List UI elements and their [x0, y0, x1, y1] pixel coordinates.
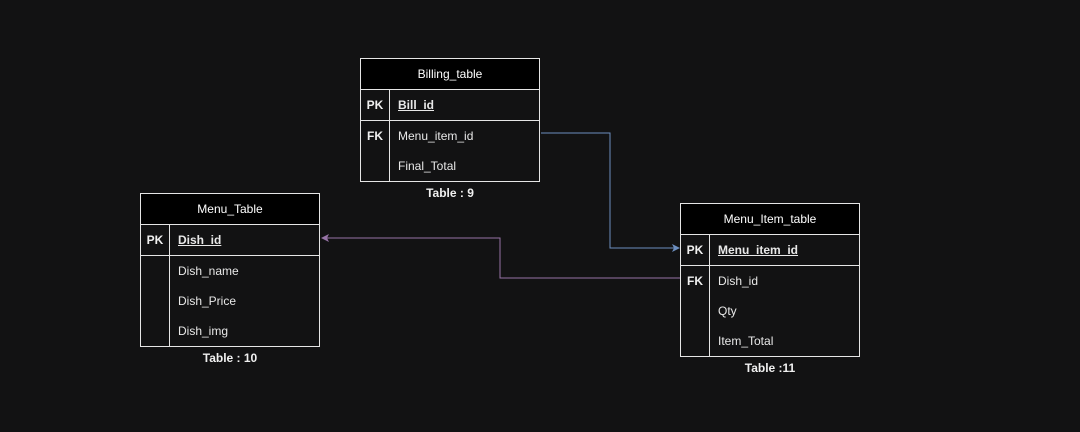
field-name: Dish_id	[178, 233, 222, 247]
row-dish-id[interactable]: FK Dish_id	[681, 266, 859, 296]
field-name: Dish_img	[178, 324, 229, 338]
row-dish-id[interactable]: PK Dish_id	[141, 225, 319, 256]
caption-billing-table: Table : 9	[426, 186, 474, 200]
field-name: Menu_item_id	[718, 243, 799, 257]
key-label	[681, 326, 710, 356]
row-dish-name[interactable]: Dish_name	[141, 256, 319, 286]
field-name: Qty	[718, 304, 737, 318]
field-name: Dish_name	[178, 264, 239, 278]
entity-menu-item-table[interactable]: Menu_Item_table PK Menu_item_id FK Dish_…	[680, 203, 860, 357]
entity-title: Billing_table	[361, 59, 539, 90]
entity-title: Menu_Item_table	[681, 204, 859, 235]
row-dish-img[interactable]: Dish_img	[141, 316, 319, 346]
key-label	[681, 296, 710, 326]
key-label: PK	[361, 90, 390, 120]
row-dish-price[interactable]: Dish_Price	[141, 286, 319, 316]
link-menu-item-to-menu[interactable]	[321, 234, 680, 279]
key-label	[141, 286, 170, 316]
row-bill-id[interactable]: PK Bill_id	[361, 90, 539, 121]
key-label	[141, 256, 170, 286]
row-final-total[interactable]: Final_Total	[361, 151, 539, 181]
key-label: PK	[141, 225, 170, 255]
field-name: Dish_Price	[178, 294, 237, 308]
row-qty[interactable]: Qty	[681, 296, 859, 326]
key-label	[361, 151, 390, 181]
key-label: FK	[361, 121, 390, 151]
field-name: Final_Total	[398, 159, 457, 173]
link-billing-to-menu-item[interactable]	[541, 132, 680, 252]
row-menu-item-id[interactable]: PK Menu_item_id	[681, 235, 859, 266]
key-label	[141, 316, 170, 346]
caption-menu-table: Table : 10	[202, 351, 258, 365]
field-name: Dish_id	[718, 274, 759, 288]
field-name: Bill_id	[398, 98, 435, 112]
field-name: Item_Total	[718, 334, 774, 348]
row-menu-item-id[interactable]: FK Menu_item_id	[361, 121, 539, 151]
key-label: PK	[681, 235, 710, 265]
caption-menu-item-table: Table :11	[744, 361, 796, 375]
entity-billing-table[interactable]: Billing_table PK Bill_id FK Menu_item_id…	[360, 58, 540, 182]
key-label: FK	[681, 266, 710, 296]
field-name: Menu_item_id	[398, 129, 474, 143]
entity-title: Menu_Table	[141, 194, 319, 225]
row-item-total[interactable]: Item_Total	[681, 326, 859, 356]
entity-menu-table[interactable]: Menu_Table PK Dish_id Dish_name Dish_Pri…	[140, 193, 320, 347]
